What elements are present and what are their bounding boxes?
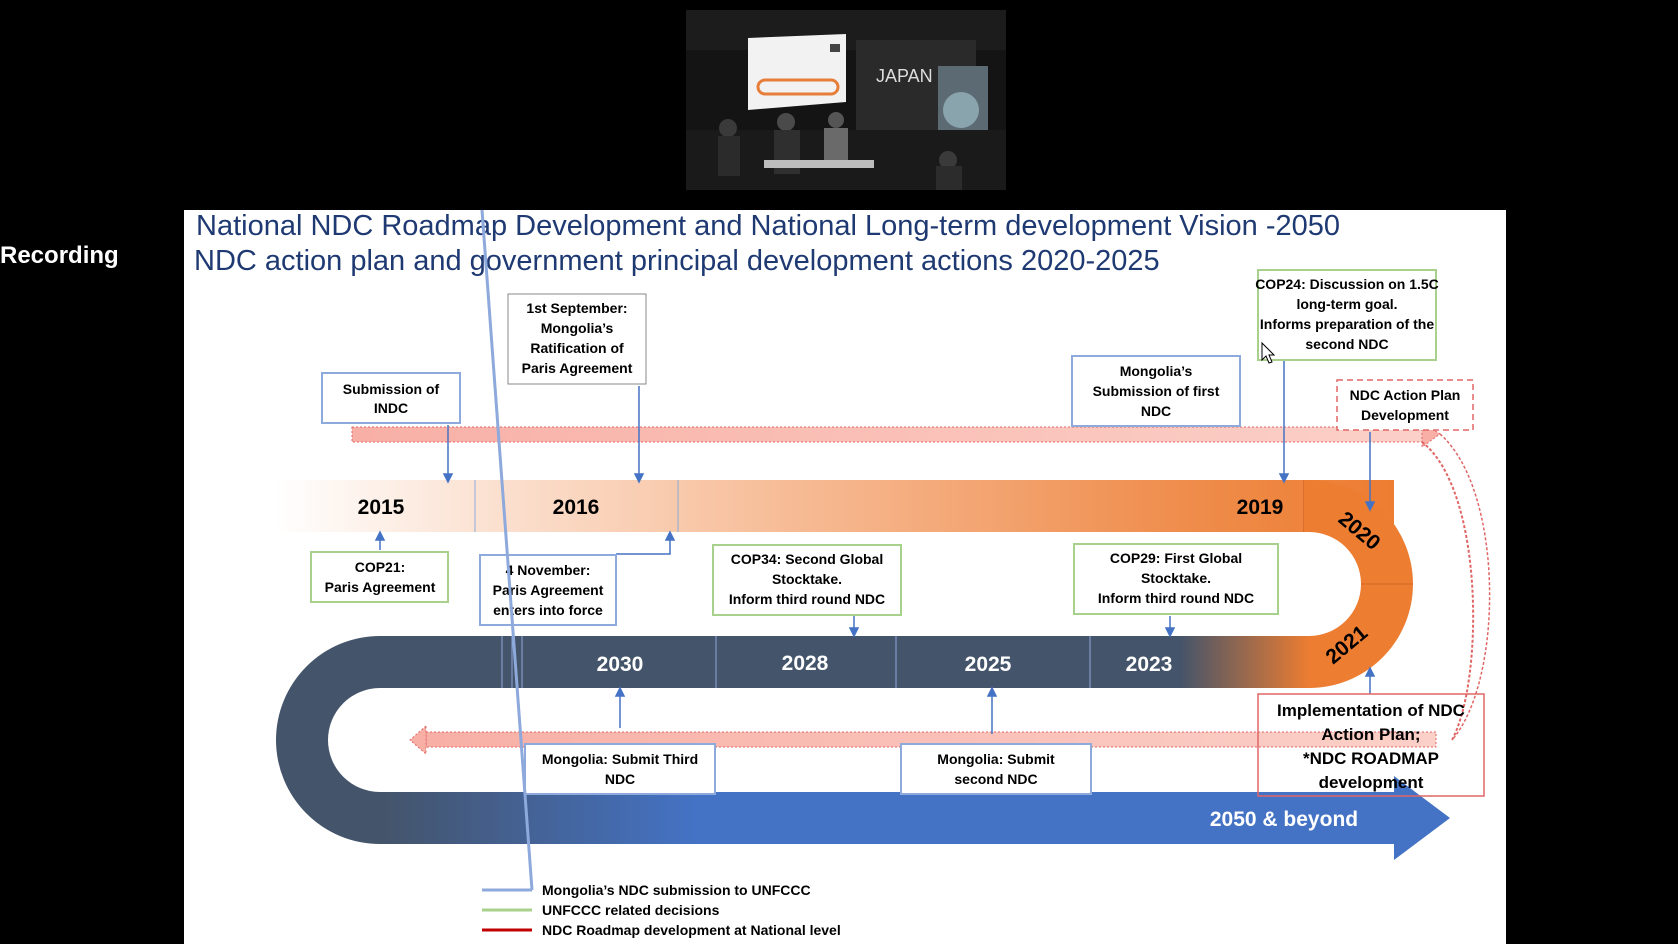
svg-text:NDC Action Plan: NDC Action Plan (1350, 387, 1461, 403)
svg-text:Mongolia’s: Mongolia’s (541, 320, 614, 336)
box-cop29: COP29: First Global Stocktake. Inform th… (1073, 543, 1279, 615)
year-label: 2023 (1126, 653, 1173, 676)
svg-text:long-term goal.: long-term goal. (1296, 296, 1397, 312)
svg-text:Mongolia’s: Mongolia’s (1120, 363, 1193, 379)
svg-text:enters into force: enters into force (493, 602, 603, 618)
slide-title-line1: National NDC Roadmap Development and Nat… (196, 210, 1340, 242)
timeline-curve-left (276, 636, 380, 844)
box-first-ndc: Mongolia’s Submission of first NDC (1071, 355, 1241, 427)
box-cop21: COP21: Paris Agreement (310, 551, 449, 603)
svg-text:*NDC ROADMAP: *NDC ROADMAP (1303, 749, 1439, 768)
svg-text:Action Plan;: Action Plan; (1321, 725, 1420, 744)
svg-text:Stocktake.: Stocktake. (772, 571, 842, 587)
svg-text:Mongolia: Submit Third: Mongolia: Submit Third (542, 751, 698, 767)
year-label: 2030 (597, 653, 644, 676)
timeline-curve-right (1304, 480, 1413, 688)
svg-text:Mongolia: Submit: Mongolia: Submit (937, 751, 1055, 767)
svg-text:COP29: First Global: COP29: First Global (1110, 550, 1242, 566)
svg-text:4 November:: 4 November: (506, 562, 591, 578)
svg-text:Submission of: Submission of (343, 381, 440, 397)
presentation-slide: National NDC Roadmap Development and Nat… (184, 210, 1506, 944)
video-feed: JAPAN (686, 10, 1006, 190)
box-implementation: Implementation of NDC Action Plan; *NDC … (1257, 693, 1485, 797)
box-submission-indc: Submission of INDC (321, 372, 461, 424)
box-cop34: COP34: Second Global Stocktake. Inform t… (712, 544, 902, 616)
svg-text:development: development (1319, 773, 1424, 792)
final-arrow-label: 2050 & beyond (1210, 808, 1358, 831)
svg-text:Inform third round NDC: Inform third round NDC (1098, 590, 1254, 606)
svg-text:NDC: NDC (1141, 403, 1171, 419)
svg-text:Inform third round NDC: Inform third round NDC (729, 591, 885, 607)
year-label: 2019 (1237, 496, 1284, 519)
booth-sign: JAPAN (876, 66, 933, 86)
svg-text:NDC: NDC (605, 771, 635, 787)
svg-text:Stocktake.: Stocktake. (1141, 570, 1211, 586)
timeline-band-top (274, 480, 1394, 532)
box-submit-second-ndc: Mongolia: Submit second NDC (900, 743, 1092, 795)
svg-text:INDC: INDC (374, 400, 408, 416)
year-label: 2025 (965, 653, 1012, 676)
box-cop24: COP24: Discussion on 1.5C long-term goal… (1255, 269, 1439, 361)
box-entry-into-force: 4 November: Paris Agreement enters into … (479, 554, 617, 626)
box-ratification: 1st September: Mongolia’s Ratification o… (507, 293, 647, 385)
svg-text:Paris Agreement: Paris Agreement (522, 360, 633, 376)
legend-label: NDC Roadmap development at National leve… (542, 922, 841, 938)
svg-text:Development: Development (1361, 407, 1449, 423)
svg-text:1st September:: 1st September: (526, 300, 627, 316)
box-action-plan-development: NDC Action Plan Development (1336, 379, 1474, 431)
svg-text:COP24: Discussion on 1.5C: COP24: Discussion on 1.5C (1255, 276, 1439, 292)
svg-text:Implementation of NDC: Implementation of NDC (1277, 701, 1465, 720)
roadmap-arrow-forward (351, 426, 1423, 443)
svg-text:Informs preparation of the: Informs preparation of the (1260, 316, 1434, 332)
svg-text:COP34: Second Global: COP34: Second Global (731, 551, 883, 567)
recording-label: Recording (0, 242, 119, 269)
slide-title-line2: NDC action plan and government principal… (194, 245, 1160, 277)
svg-text:second NDC: second NDC (954, 771, 1037, 787)
legend-swatch (480, 210, 534, 891)
svg-text:Ratification of: Ratification of (530, 340, 624, 356)
year-label: 2015 (358, 496, 405, 519)
year-label: 2028 (782, 652, 829, 675)
svg-text:second NDC: second NDC (1305, 336, 1388, 352)
legend: Mongolia’s NDC submission to UNFCCC UNFC… (480, 210, 841, 938)
svg-text:Paris Agreement: Paris Agreement (325, 579, 436, 595)
year-label: 2016 (553, 496, 600, 519)
box-submit-third-ndc: Mongolia: Submit Third NDC (524, 743, 716, 795)
svg-text:COP21:: COP21: (355, 559, 406, 575)
final-arrow (1280, 776, 1450, 860)
final-band (380, 792, 1280, 844)
svg-text:Paris Agreement: Paris Agreement (493, 582, 604, 598)
legend-label: Mongolia’s NDC submission to UNFCCC (542, 882, 811, 898)
legend-label: UNFCCC related decisions (542, 902, 720, 918)
mouse-cursor-icon (1261, 341, 1276, 364)
svg-text:Submission of first: Submission of first (1093, 383, 1220, 399)
timeline-band-bottom (380, 636, 1310, 688)
